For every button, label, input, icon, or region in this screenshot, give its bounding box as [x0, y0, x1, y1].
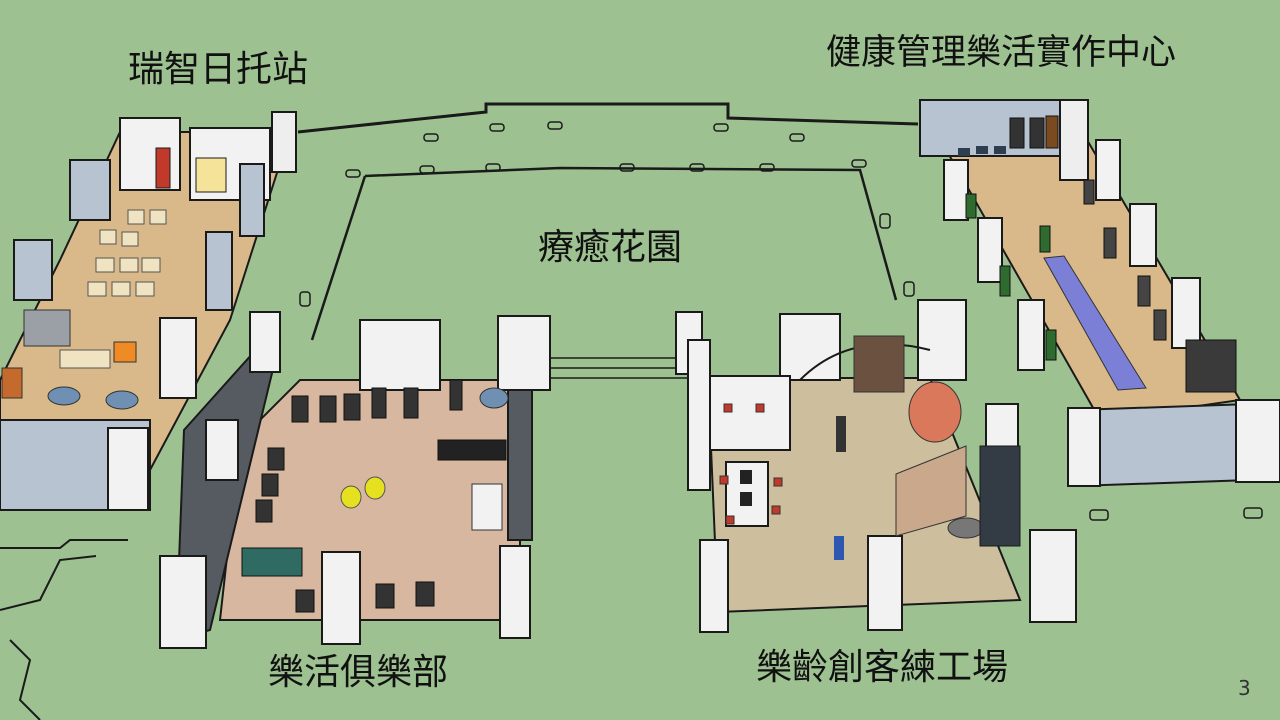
- daycare-room: [0, 111, 297, 511]
- health-center-room: [919, 99, 1280, 488]
- label-health-center: 健康管理樂活實作中心: [826, 33, 1177, 73]
- club-room: [159, 311, 551, 649]
- lower-left-path: [0, 539, 128, 720]
- garden-stepping-stones: [299, 121, 1263, 521]
- label-maker-workshop: 樂齡創客練工場: [756, 647, 1009, 688]
- garden-area: [297, 102, 919, 379]
- label-daycare-station: 瑞智日托站: [128, 49, 309, 90]
- label-wellness-club: 樂活俱樂部: [268, 652, 449, 693]
- maker-room: [675, 299, 1077, 633]
- page-number: 3: [1238, 676, 1251, 700]
- label-healing-garden: 療癒花園: [538, 227, 683, 268]
